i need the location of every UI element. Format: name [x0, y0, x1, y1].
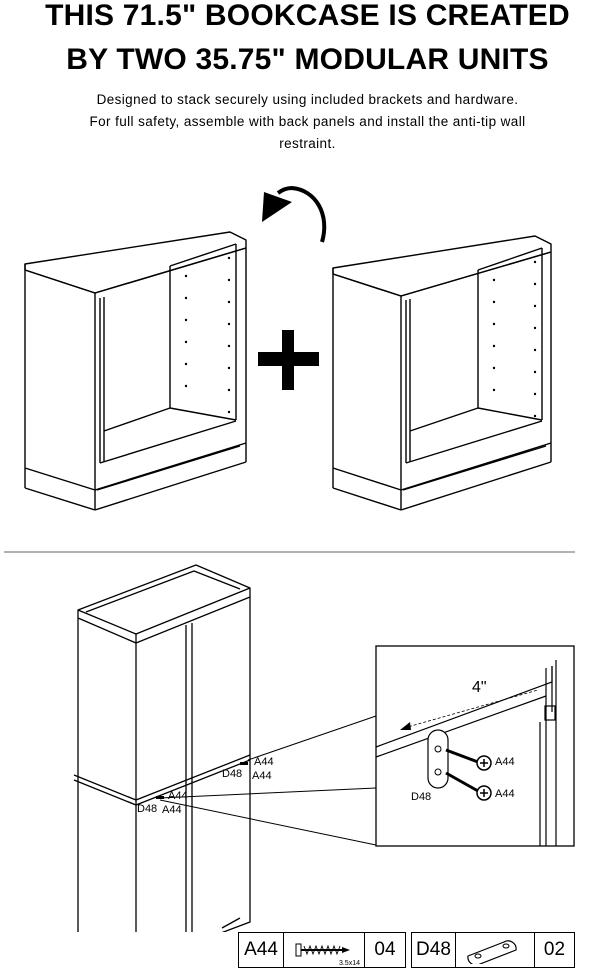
left-cabinet	[24, 231, 247, 511]
modular-units-illustration	[4, 185, 575, 553]
detail-label-d48: D48	[411, 791, 431, 803]
legend-icon-cell	[456, 933, 535, 967]
label-d48-lower: D48	[137, 803, 157, 815]
screw-icon	[445, 771, 492, 801]
subtitle-line-3: restraint.	[279, 136, 336, 151]
detail-label-a44-top: A44	[495, 756, 515, 768]
title-line-1: THIS 71.5" BOOKCASE IS CREATED	[45, 0, 570, 32]
label-d48-upper: D48	[222, 768, 242, 780]
legend-icon-cell: 3.5x14	[284, 933, 365, 967]
detail-label-a44-bottom: A44	[495, 788, 515, 800]
subtitle-line-1: Designed to stack securely using include…	[96, 92, 519, 107]
title-line-2: BY TWO 35.75" MODULAR UNITS	[66, 43, 549, 76]
plus-icon	[258, 330, 319, 390]
bracket-icon	[467, 940, 517, 964]
hardware-legend-d48: D48 02	[411, 932, 575, 968]
label-a44-lower-2: A44	[162, 804, 182, 816]
assembly-illustration: A44 D48 A44 A44 D48 A44 4" D48 A44 A44	[73, 564, 575, 932]
legend-code: D48	[412, 933, 456, 967]
legend-qty: 04	[374, 939, 396, 960]
legend-qty: 02	[543, 939, 566, 960]
legend-size: 3.5x14	[338, 960, 360, 967]
screw-icon	[295, 943, 350, 957]
label-a44-upper-2: A44	[252, 770, 272, 782]
screw-icon	[445, 748, 492, 771]
label-a44-lower: A44	[168, 790, 188, 802]
legend-code: A44	[239, 933, 284, 967]
subtitle-line-2: For full safety, assemble with back pane…	[89, 114, 526, 129]
right-cabinet	[332, 235, 552, 511]
curved-arrow-icon	[262, 185, 327, 243]
hardware-legend-a44: A44 3.5x14 04	[238, 932, 406, 968]
detail-callout	[375, 645, 575, 847]
label-a44-upper: A44	[254, 756, 274, 768]
dimension-label: 4"	[472, 679, 487, 696]
